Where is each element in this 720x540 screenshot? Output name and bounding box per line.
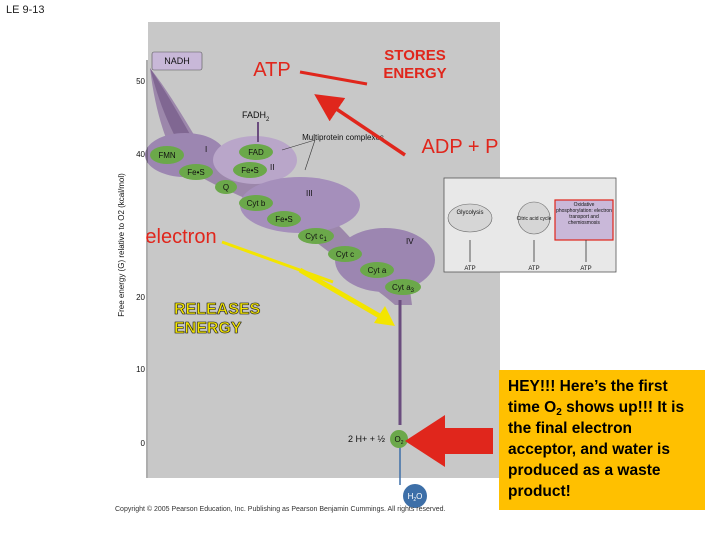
stores-energy-text: STORES ENERGY — [383, 47, 447, 82]
tick-0: 0 — [141, 439, 146, 448]
mini-oxidative-container: Oxidative phosphorylation: electron tran… — [556, 202, 612, 226]
cyt-c1-node — [298, 228, 334, 244]
multiprotein-label: Multiprotein complexes — [302, 133, 384, 142]
mini-atp-3: ATP — [580, 266, 591, 272]
q-node — [215, 180, 237, 194]
tick-20: 20 — [136, 293, 145, 302]
complex-2-label: II — [270, 163, 274, 172]
cyt-c1-label: Cyt c1 — [305, 232, 327, 243]
fmn-node — [150, 146, 184, 164]
cyt-b-label: Cyt b — [247, 199, 266, 208]
tick-10: 10 — [136, 365, 145, 374]
note-arrow — [405, 415, 493, 467]
fes-2-node — [233, 162, 267, 178]
mini-atp-1: ATP — [464, 266, 475, 272]
o2-node — [390, 430, 408, 448]
releases-energy-text: RELEASES ENERGY — [174, 301, 261, 338]
o2-label: O2 — [394, 435, 403, 446]
cyt-c-label: Cyt c — [336, 250, 354, 259]
stores-arrow-line — [299, 70, 368, 86]
energy-band-shade — [150, 68, 196, 152]
cyt-a-label: Cyt a — [368, 266, 387, 275]
note-sub: 2 — [556, 407, 562, 418]
slide-id: LE 9-13 — [6, 4, 45, 16]
fes-1-label: Fe•S — [187, 168, 204, 177]
complex-1-label: I — [205, 145, 207, 154]
electron-arrow-line — [221, 240, 334, 284]
cyt-b-node — [239, 195, 273, 211]
note-part-2: shows up!!! It is the final electron acc… — [508, 399, 685, 500]
tick-40: 40 — [136, 150, 145, 159]
releases-arrow-line — [298, 267, 392, 325]
fes-3-node — [267, 211, 301, 227]
nadh-box — [151, 51, 203, 71]
copyright: Copyright © 2005 Pearson Education, Inc.… — [115, 506, 446, 513]
adp-p-annotation: ADP + P — [422, 136, 499, 158]
electron-annotation: electron — [145, 226, 216, 248]
cyt-a-node — [360, 262, 394, 278]
fes-3-label: Fe•S — [275, 215, 292, 224]
note-callout: HEY!!! Here’s the first time O2 shows up… — [499, 370, 705, 510]
water-node — [403, 484, 427, 508]
fes-2-label: Fe•S — [241, 166, 258, 175]
mini-atp-2: ATP — [528, 266, 539, 272]
cyt-c-node — [328, 246, 362, 262]
complex-4-label: IV — [406, 237, 414, 246]
fad-label: FAD — [248, 148, 264, 157]
fmn-label: FMN — [158, 151, 176, 160]
atp-annotation: ATP — [253, 59, 290, 81]
water-label: H2O — [408, 492, 423, 503]
cyt-a3-node — [385, 279, 421, 295]
mini-citric-label: Citric acid cycle — [517, 216, 552, 222]
nadh-label: NADH — [164, 56, 190, 66]
mini-oxidative-label: Oxidative phosphorylation: electron tran… — [556, 202, 612, 226]
mini-overview — [443, 177, 617, 273]
adp-arrow-line — [314, 94, 406, 157]
tick-50: 50 — [136, 77, 145, 86]
mini-glycolysis-label: Glycolysis — [456, 210, 483, 216]
cyt-a3-label: Cyt a3 — [392, 283, 415, 294]
multiprotein-pointer — [281, 139, 316, 171]
complex-4-blob — [335, 228, 435, 292]
complex-3-label: III — [306, 189, 313, 198]
y-axis-label: Free energy (G) relative to O2 (kcal/mol… — [117, 173, 126, 317]
fadh2-label: FADH2 — [242, 110, 270, 123]
fes-1-node — [179, 164, 213, 180]
fad-node — [239, 144, 273, 160]
releases-arrow-head — [374, 306, 395, 326]
note-part-1: HEY!!! Here’s the first time O — [508, 378, 668, 416]
q-label: Q — [223, 183, 229, 192]
oxygen-equation: 2 H+ + ½ — [348, 434, 386, 444]
